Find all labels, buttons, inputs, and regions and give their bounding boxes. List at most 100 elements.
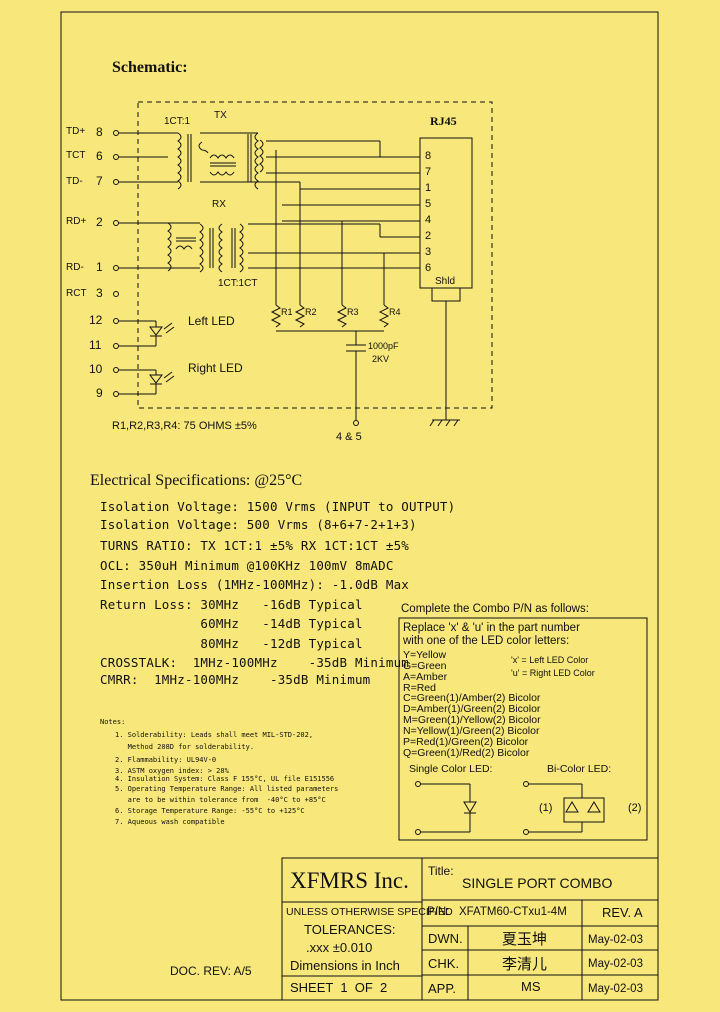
shield-label: Shld: [435, 276, 456, 287]
electrical-heading: Electrical Specifications: @25°C: [90, 472, 303, 489]
combo-intro-1: Replace 'x' & 'u' in the part number: [403, 622, 580, 634]
spec-line: Isolation Voltage: 500 Vrms (8+6+7-2+1+3…: [100, 517, 417, 532]
resistor-note: R1,R2,R3,R4: 75 OHMS ±5%: [112, 420, 257, 432]
note-item: 6. Storage Temperature Range: -55°C to +…: [115, 807, 305, 815]
pin-label-td-minus: TD-: [66, 176, 83, 187]
rj45-pin: 6: [425, 262, 432, 274]
resistor-r4: R4: [389, 307, 401, 317]
note-item: 7. Aqueous wash compatible: [115, 818, 225, 826]
combo-heading: Complete the Combo P/N as follows:: [401, 603, 589, 615]
title-value: SINGLE PORT COMBO: [462, 875, 613, 891]
spec-line: CROSSTALK: 1MHz-100MHz -35dB Minimum: [100, 655, 410, 670]
cap-voltage: 2KV: [372, 354, 390, 364]
pin-label-rd-plus: RD+: [66, 216, 87, 227]
bi-led-1: (1): [539, 802, 553, 814]
pin-num-1: 1: [96, 260, 103, 274]
resistor-r2: R2: [305, 307, 317, 317]
pin-num-3: 3: [96, 286, 103, 300]
chk-date: May-02-03: [588, 958, 643, 970]
color-letter: D=Amber(1)/Green(2) Bicolor: [403, 703, 541, 715]
note-item: 4. Insulation System: Class F 155°C, UL …: [115, 775, 335, 783]
x-note: 'x' = Left LED Color: [511, 655, 589, 665]
cap-value: 1000pF: [368, 341, 399, 351]
pin-num-8: 8: [96, 125, 103, 139]
schematic-title: Schematic:: [112, 59, 188, 76]
pin-circles: [113, 130, 119, 397]
spec-line: Return Loss: 30MHz -16dB Typical: [100, 597, 363, 612]
tolerance-value: .xxx ±0.010: [306, 940, 373, 955]
pin-label-td-plus: TD+: [66, 126, 86, 137]
color-letter: M=Green(1)/Yellow(2) Bicolor: [403, 714, 541, 726]
rj45-pin: 1: [425, 182, 432, 194]
rx-label: RX: [212, 199, 226, 210]
company-name: XFMRS Inc.: [290, 868, 409, 893]
app-date: May-02-03: [588, 983, 643, 995]
rj45-pin: 3: [425, 246, 432, 258]
left-led-label: Left LED: [188, 314, 235, 328]
revision: REV. A: [602, 905, 643, 920]
pin-num-6: 6: [96, 149, 103, 163]
dwn-signature: 夏玉坤: [502, 932, 548, 948]
color-letter: N=Yellow(1)/Green(2) Bicolor: [403, 725, 540, 737]
combo-intro-2: with one of the LED color letters:: [403, 635, 570, 647]
tx-label: TX: [214, 110, 227, 121]
u-note: 'u' = Right LED Color: [511, 668, 595, 678]
title-block-grid: [281, 857, 659, 1001]
app-signature: MS: [521, 979, 541, 994]
led-left-symbol: [119, 320, 175, 347]
led-right-symbol: [119, 369, 175, 395]
spec-line: Isolation Voltage: 1500 Vrms (INPUT to O…: [100, 499, 456, 514]
led-pin-9: 9: [96, 386, 103, 400]
app-label: APP.: [428, 981, 456, 996]
chk-signature: 李清儿: [502, 957, 548, 973]
spec-line: TURNS RATIO: TX 1CT:1 ±5% RX 1CT:1CT ±5%: [100, 538, 410, 553]
dimensions-note: Dimensions in Inch: [290, 958, 400, 973]
pin-label-rct: RCT: [66, 288, 87, 299]
ground-pins-label: 4 & 5: [336, 431, 362, 443]
bi-led-2: (2): [628, 802, 642, 814]
note-item: 5. Operating Temperature Range: All list…: [115, 785, 339, 793]
pin-num-7: 7: [96, 174, 103, 188]
single-led-label: Single Color LED:: [409, 763, 493, 775]
color-letter: G=Green: [403, 660, 447, 672]
color-letter: R=Red: [403, 682, 436, 694]
color-letter: A=Amber: [403, 671, 448, 683]
note-item: are to be within tolerance from -40°C to…: [115, 796, 326, 804]
unless-specified: UNLESS OTHERWISE SPECIFIED: [286, 906, 453, 918]
bi-led-label: Bi-Color LED:: [547, 763, 612, 775]
spec-line: Insertion Loss (1MHz-100MHz): -1.0dB Max: [100, 577, 410, 592]
color-letter: P=Red(1)/Green(2) Bicolor: [403, 736, 529, 748]
led-pin-10: 10: [89, 362, 103, 376]
chk-label: CHK.: [428, 956, 460, 971]
tolerances-label: TOLERANCES:: [304, 922, 396, 937]
led-pin-12: 12: [89, 313, 103, 327]
pin-num-2: 2: [96, 215, 103, 229]
resistor-r1: R1: [281, 307, 293, 317]
spec-line: OCL: 350uH Minimum @100KHz 100mV 8mADC: [100, 558, 394, 573]
pin-label-tct: TCT: [66, 150, 86, 161]
rj45-pin: 7: [425, 166, 432, 178]
rj45-pin: 4: [425, 214, 432, 226]
led-pin-11: 11: [89, 338, 102, 352]
resistor-r3: R3: [347, 307, 359, 317]
note-item: 1. Solderability: Leads shall meet MIL-S…: [115, 731, 314, 739]
rj45-pin: 5: [425, 198, 432, 210]
doc-rev: DOC. REV: A/5: [170, 964, 252, 978]
right-led-label: Right LED: [188, 361, 243, 375]
note-item: 2. Flammability: UL94V-0: [115, 756, 217, 764]
note-item: Method 208D for solderability.: [115, 743, 255, 751]
color-letter: Q=Green(1)/Red(2) Bicolor: [403, 747, 530, 759]
tx-ratio: 1CT:1: [164, 116, 191, 127]
spec-line: 60MHz -14dB Typical: [100, 616, 363, 631]
color-letter: C=Green(1)/Amber(2) Bicolor: [403, 692, 541, 704]
spec-line: CMRR: 1MHz-100MHz -35dB Minimum: [100, 672, 371, 687]
resistors: [270, 150, 390, 426]
dwn-label: DWN.: [428, 931, 463, 946]
dwn-date: May-02-03: [588, 934, 643, 946]
rj45-pin: 2: [425, 230, 432, 242]
notes-title: Notes:: [100, 718, 126, 726]
tx-transformer: [177, 132, 264, 190]
title-label: Title:: [428, 864, 454, 878]
pn-label: P/N:: [427, 906, 450, 918]
